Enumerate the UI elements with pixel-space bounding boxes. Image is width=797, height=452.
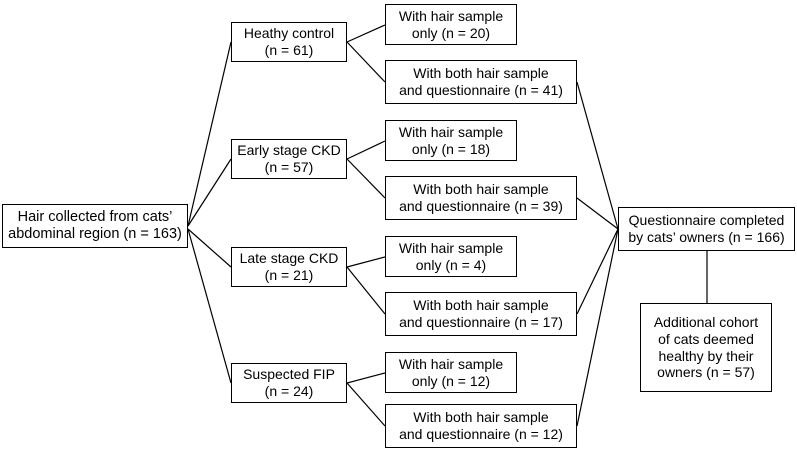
node-both-fip: With both hair sample and questionnaire … (385, 404, 577, 448)
edge-both-late-ckd-to-questionnaire (576, 228, 619, 315)
node-suspected-fip: Suspected FIP (n = 24) (231, 363, 347, 403)
node-hair-collected-label: Hair collected from cats’ abdominal regi… (8, 208, 182, 242)
node-early-stage-ckd: Early stage CKD (n = 57) (231, 139, 347, 179)
node-hair-collected: Hair collected from cats’ abdominal regi… (2, 204, 188, 248)
node-both-early-ckd: With both hair sample and questionnaire … (385, 176, 577, 220)
edge-root-to-early-stage-ckd (187, 158, 232, 227)
edge-late-ckd-to-hair-only (346, 256, 386, 268)
node-additional-cohort: Additional cohort of cats deemed healthy… (640, 303, 772, 392)
edge-early-ckd-to-both (346, 158, 386, 199)
edge-healthy-to-hair-only (346, 24, 386, 43)
node-hair-only-healthy-label: With hair sample only (n = 20) (398, 7, 504, 41)
edge-healthy-to-both (346, 41, 386, 83)
edge-root-to-suspected-fip (187, 228, 232, 384)
node-additional-cohort-label: Additional cohort of cats deemed healthy… (653, 314, 759, 381)
node-both-late-ckd-label: With both hair sample and questionnaire … (399, 297, 563, 330)
edge-root-to-late-stage-ckd (187, 228, 232, 268)
node-hair-only-late-ckd-label: With hair sample only (n = 4) (398, 239, 504, 273)
node-hair-only-late-ckd: With hair sample only (n = 4) (385, 236, 517, 277)
edge-both-fip-to-questionnaire (576, 228, 619, 427)
node-late-stage-ckd-label: Late stage CKD (n = 21) (239, 250, 339, 283)
node-suspected-fip-label: Suspected FIP (n = 24) (243, 366, 335, 399)
node-hair-only-early-ckd: With hair sample only (n = 18) (385, 120, 517, 161)
node-both-late-ckd: With both hair sample and questionnaire … (385, 292, 577, 336)
node-questionnaire-completed-label: Questionnaire completed by cats’ owners … (628, 212, 785, 245)
edge-fip-to-hair-only (346, 372, 386, 384)
node-both-fip-label: With both hair sample and questionnaire … (399, 409, 563, 442)
node-hair-only-early-ckd-label: With hair sample only (n = 18) (398, 123, 504, 157)
node-hair-only-healthy: With hair sample only (n = 20) (385, 4, 517, 45)
node-early-stage-ckd-label: Early stage CKD (n = 57) (237, 142, 341, 175)
edge-early-ckd-to-hair-only (346, 140, 386, 160)
node-both-early-ckd-label: With both hair sample and questionnaire … (399, 181, 563, 214)
node-hair-only-fip-label: With hair sample only (n = 12) (398, 355, 504, 389)
edge-both-early-ckd-to-questionnaire (576, 197, 619, 230)
node-healthy-control: Heathy control (n = 61) (231, 22, 347, 62)
node-both-healthy-label: With both hair sample and questionnaire … (399, 65, 563, 98)
edge-both-healthy-to-questionnaire (576, 81, 619, 230)
edge-root-to-healthy-control (187, 41, 232, 227)
edge-fip-to-both (346, 382, 386, 427)
node-hair-only-fip: With hair sample only (n = 12) (385, 352, 517, 393)
node-late-stage-ckd: Late stage CKD (n = 21) (231, 247, 347, 287)
node-healthy-control-label: Heathy control (n = 61) (243, 25, 335, 58)
edge-late-ckd-to-both (346, 266, 386, 315)
node-both-healthy: With both hair sample and questionnaire … (385, 60, 577, 104)
node-questionnaire-completed: Questionnaire completed by cats’ owners … (618, 207, 795, 251)
